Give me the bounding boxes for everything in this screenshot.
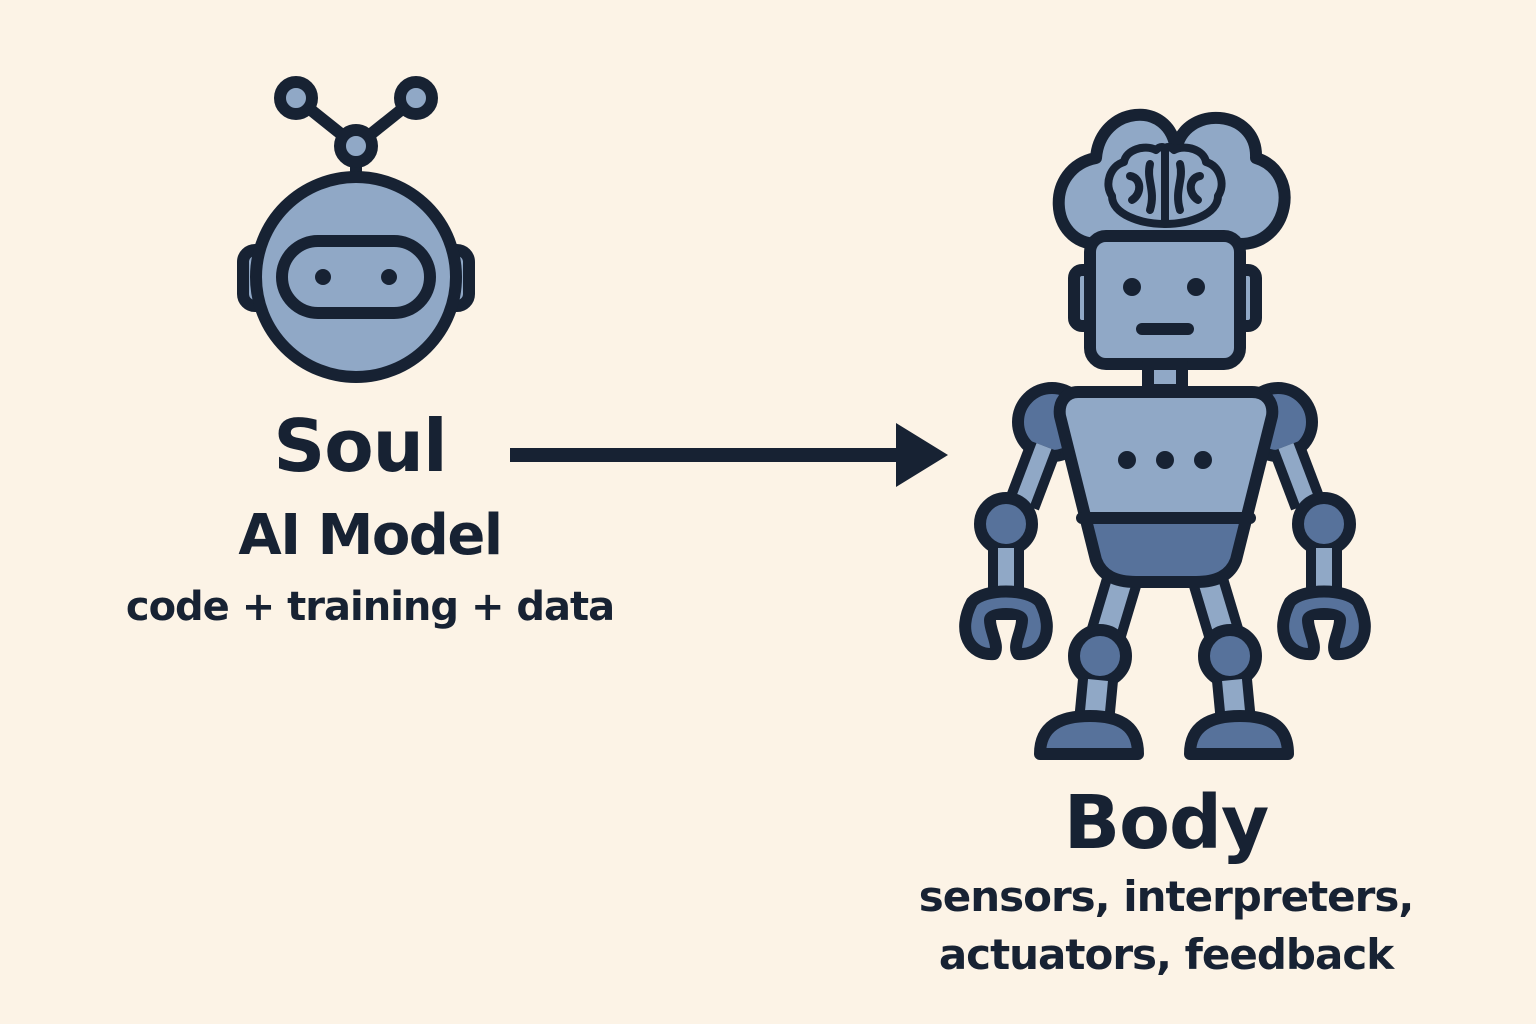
left-gripper-icon xyxy=(959,585,1053,661)
body-detail-line1: sensors, interpreters, xyxy=(918,872,1415,921)
arrow-right-icon xyxy=(510,423,948,487)
body-detail: sensors, interpreters, actuators, feedba… xyxy=(886,868,1446,984)
robot-head-icon xyxy=(237,76,475,383)
right-foot xyxy=(1184,710,1294,760)
robot-body-icon xyxy=(959,108,1371,760)
body-detail-line2: actuators, feedback xyxy=(938,930,1394,979)
right-leg xyxy=(1184,568,1294,760)
body-title: Body xyxy=(1063,780,1269,866)
antenna-icon xyxy=(274,76,438,192)
brain-icon xyxy=(1104,143,1226,228)
right-gripper-icon xyxy=(1277,585,1371,661)
soul-subtitle: AI Model xyxy=(238,503,503,568)
left-foot xyxy=(1034,710,1144,760)
left-leg xyxy=(1034,568,1144,760)
torso xyxy=(1053,386,1279,588)
soul-title: Soul xyxy=(273,404,447,488)
soul-detail: code + training + data xyxy=(125,584,615,630)
